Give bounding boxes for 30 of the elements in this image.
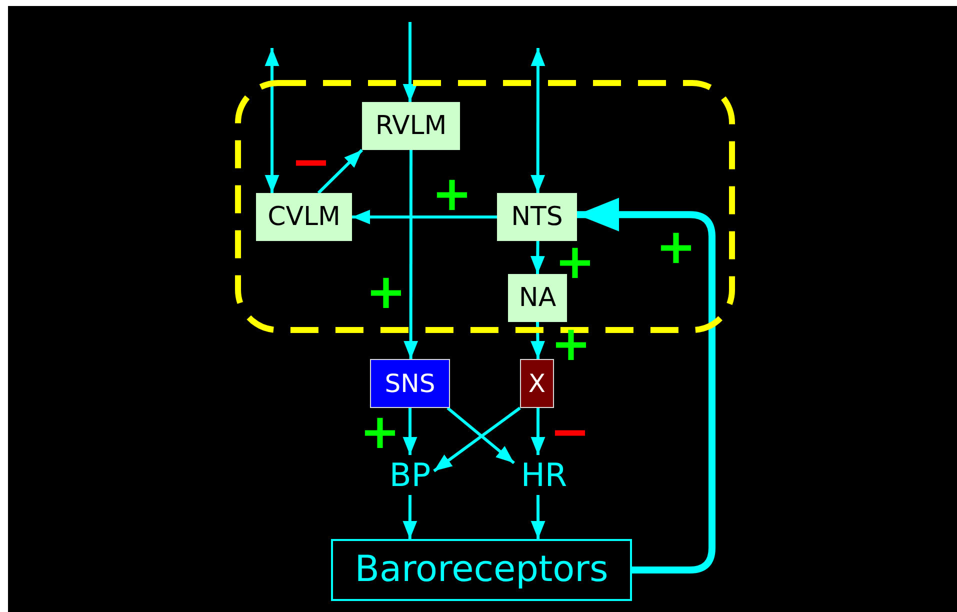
node-box: X xyxy=(520,359,554,408)
node-box: RVLM xyxy=(362,102,460,150)
arrow xyxy=(317,148,364,194)
arrow xyxy=(352,210,497,224)
minus-sign: − xyxy=(550,408,590,456)
arrow xyxy=(402,22,418,102)
arrow xyxy=(530,48,546,193)
node-label: HR xyxy=(514,455,574,495)
arrow xyxy=(433,406,521,472)
arrow xyxy=(530,495,546,539)
arrow xyxy=(404,150,418,359)
arrow xyxy=(402,408,418,455)
arrow xyxy=(530,322,545,360)
node-box: NA xyxy=(508,274,567,322)
arrow xyxy=(264,48,280,193)
arrow xyxy=(577,198,716,574)
node-box: CVLM xyxy=(256,193,352,241)
plus-sign: + xyxy=(360,408,400,456)
arrow xyxy=(530,240,545,274)
plus-sign: + xyxy=(366,268,406,316)
node-box: SNS xyxy=(370,359,450,408)
node-label: BP xyxy=(386,455,434,495)
node-box: NTS xyxy=(497,193,577,241)
plus-sign: + xyxy=(656,223,696,271)
arrow xyxy=(402,495,418,539)
plus-sign: + xyxy=(432,170,472,218)
minus-sign: − xyxy=(290,138,332,186)
arrow xyxy=(530,408,546,455)
node-box: Baroreceptors xyxy=(331,539,632,601)
arrow xyxy=(446,406,515,464)
